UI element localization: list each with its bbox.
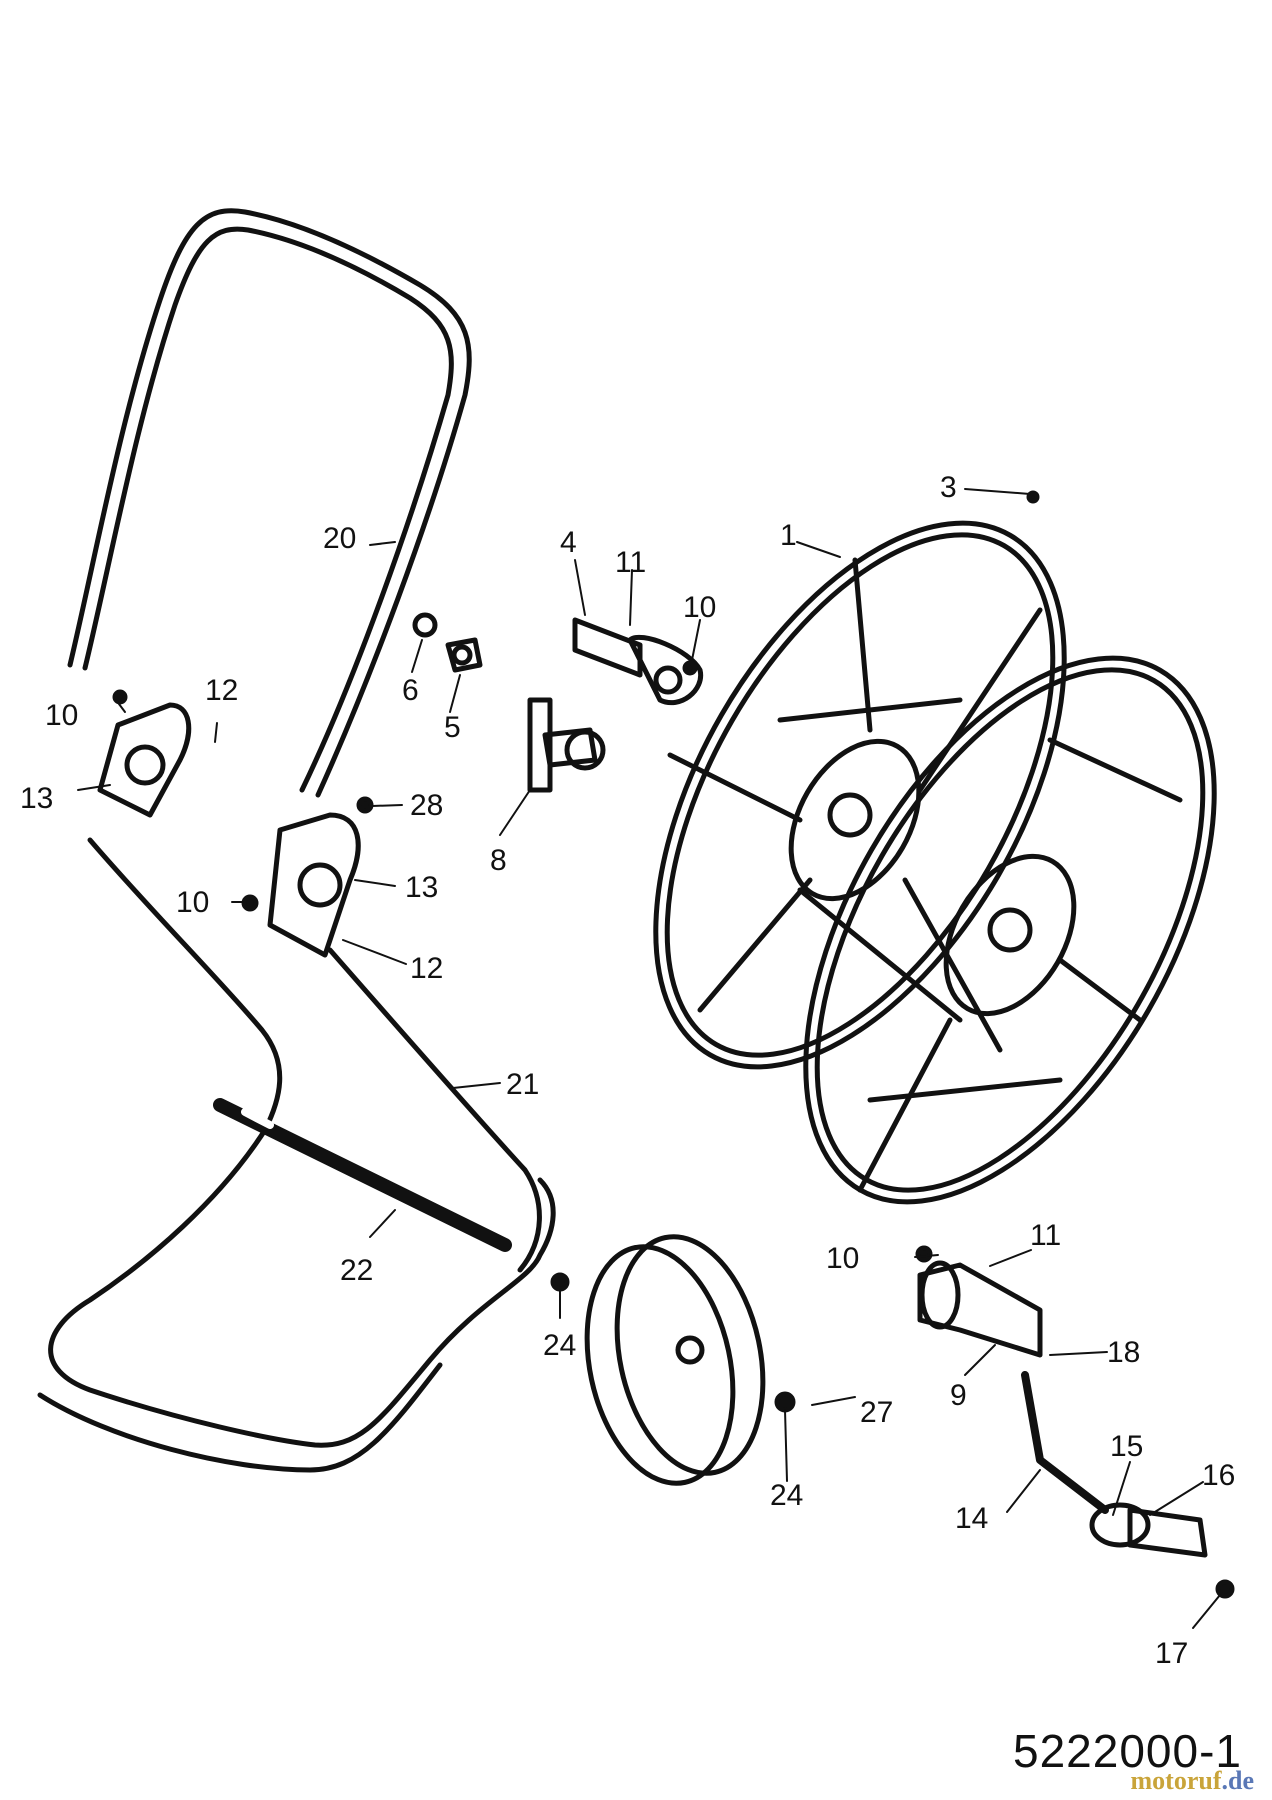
callout-4: 4 — [560, 526, 577, 559]
callout-11-right: 11 — [1030, 1219, 1061, 1252]
lower-base-frame — [37, 837, 556, 1473]
fitting — [445, 637, 483, 673]
callout-10-mid: 10 — [176, 886, 209, 919]
callout-14: 14 — [955, 1502, 988, 1535]
callout-10-right: 10 — [826, 1242, 859, 1275]
watermark-suffix: .de — [1221, 1766, 1255, 1795]
callout-24-left: 24 — [543, 1329, 576, 1362]
hose-connector — [527, 697, 606, 793]
callout-24-right: 24 — [770, 1479, 803, 1512]
watermark-text: motoruf — [1130, 1766, 1222, 1795]
callout-12-mid: 12 — [410, 952, 443, 985]
hub-spindle — [572, 617, 704, 706]
wheel — [584, 1234, 766, 1486]
bearing-plate-left — [97, 702, 192, 818]
watermark-logo: motoruf.de — [1131, 1766, 1254, 1796]
callout-8: 8 — [490, 844, 507, 877]
callout-9: 9 — [950, 1379, 967, 1412]
callout-labels: 1 3 4 11 10 5 6 8 20 10 12 13 28 10 13 1… — [20, 471, 1235, 1670]
callout-6: 6 — [402, 674, 419, 707]
callout-16: 16 — [1202, 1459, 1235, 1492]
callout-20: 20 — [323, 522, 356, 555]
axle-bar — [213, 1098, 512, 1252]
callout-18: 18 — [1107, 1336, 1140, 1369]
part-number: 5222000-1 — [1013, 1725, 1242, 1777]
callout-21: 21 — [506, 1068, 539, 1101]
callout-13-mid: 13 — [405, 871, 438, 904]
bearing-plate-right — [267, 812, 361, 958]
callout-17: 17 — [1155, 1637, 1188, 1670]
callout-27: 27 — [860, 1396, 893, 1429]
crank-handle — [1021, 1371, 1208, 1558]
callout-13-left: 13 — [20, 782, 53, 815]
callout-22: 22 — [340, 1254, 373, 1287]
callout-11-top: 11 — [615, 546, 646, 579]
upper-handle-frame — [67, 208, 472, 798]
callout-28: 28 — [410, 789, 443, 822]
callout-10-top: 10 — [683, 591, 716, 624]
callout-12-left: 12 — [205, 674, 238, 707]
callout-15: 15 — [1110, 1430, 1143, 1463]
callout-5: 5 — [444, 711, 461, 744]
leader-lines — [77, 488, 1221, 1629]
callout-1: 1 — [780, 519, 797, 552]
washer — [412, 612, 438, 638]
crank-hub — [917, 1260, 1043, 1358]
callout-10-left: 10 — [45, 699, 78, 732]
callout-3: 3 — [940, 471, 957, 504]
reel-drum — [653, 520, 1217, 1205]
